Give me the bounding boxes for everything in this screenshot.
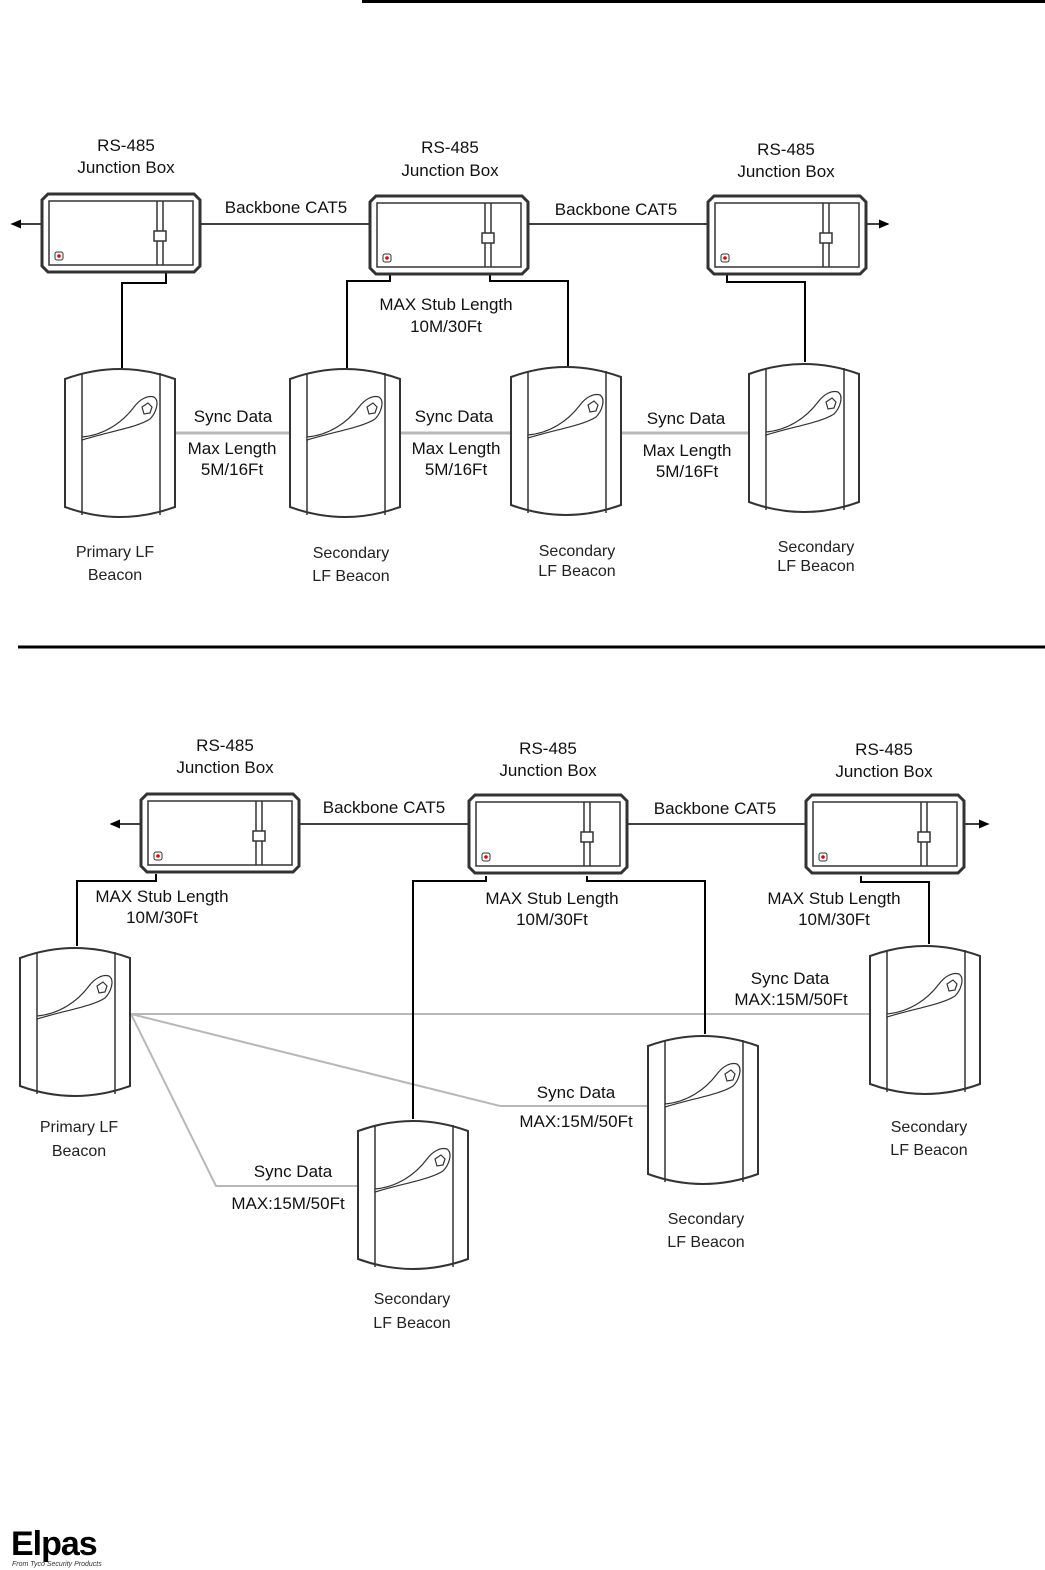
beacon-label: Secondary (778, 539, 855, 556)
beacon-label: LF Beacon (777, 558, 854, 575)
beacon-label: Beacon (88, 567, 142, 584)
junction-box-title: Junction Box (77, 158, 175, 177)
sync-label: Max Length (643, 441, 732, 460)
stub-line (726, 275, 806, 362)
beacon-label: LF Beacon (538, 563, 615, 580)
junction-box (706, 194, 868, 276)
backbone-label: Backbone CAT5 (555, 200, 678, 219)
sync-label: Sync Data (751, 969, 830, 988)
beacon-label: LF Beacon (667, 1234, 744, 1251)
junction-box-title: RS-485 (757, 140, 815, 159)
junction-box-title: Junction Box (835, 762, 933, 781)
sync-label: MAX:15M/50Ft (519, 1112, 633, 1131)
stub-line (121, 272, 167, 368)
sync-label: Max Length (188, 439, 277, 458)
junction-box-title: RS-485 (421, 138, 479, 157)
beacon-label: Primary LF (76, 544, 154, 561)
sync-label: MAX:15M/50Ft (231, 1194, 345, 1213)
stub-label: 10M/30Ft (410, 317, 482, 336)
stub-label: 10M/30Ft (516, 910, 588, 929)
beacon-icon (748, 363, 860, 513)
junction-box-title: Junction Box (176, 758, 274, 777)
sync-label: Sync Data (647, 409, 726, 428)
sync-label: 5M/16Ft (656, 462, 719, 481)
backbone-label: Backbone CAT5 (654, 799, 777, 818)
junction-box (368, 194, 530, 276)
logo-tagline: From Tyco Security Products (12, 1561, 102, 1568)
junction-box-title: Junction Box (499, 761, 597, 780)
beacon-icon (64, 368, 176, 518)
beacon-label: LF Beacon (373, 1315, 450, 1332)
sync-label: Max Length (412, 439, 501, 458)
sync-label: MAX:15M/50Ft (734, 990, 848, 1009)
diagram-top: RS-485 Junction Box RS-485 Junction Box … (10, 136, 890, 585)
beacon-label: Secondary (668, 1211, 745, 1228)
beacon-icon (869, 945, 981, 1095)
stub-label: 10M/30Ft (798, 910, 870, 929)
sync-label: Sync Data (194, 407, 273, 426)
beacon-icon (647, 1035, 759, 1185)
beacon-label: Secondary (374, 1291, 451, 1308)
backbone-label: Backbone CAT5 (323, 798, 446, 817)
stub-label: MAX Stub Length (95, 887, 228, 906)
logo-text: Elpas (11, 1525, 97, 1563)
junction-box-title: Junction Box (401, 161, 499, 180)
sync-label: Sync Data (254, 1162, 333, 1181)
stub-line (489, 275, 569, 366)
beacon-icon (19, 947, 131, 1097)
junction-box (467, 793, 629, 875)
beacon-label: Beacon (52, 1143, 106, 1160)
junction-box-title: RS-485 (97, 136, 155, 155)
junction-box-title: RS-485 (196, 736, 254, 755)
junction-box-title: Junction Box (737, 162, 835, 181)
stub-line (76, 874, 157, 946)
backbone-label: Backbone CAT5 (225, 198, 348, 217)
sync-label: Sync Data (537, 1083, 616, 1102)
diagram-bottom: RS-485 Junction Box RS-485 Junction Box … (19, 736, 990, 1332)
beacon-icon (357, 1120, 469, 1270)
stub-label: 10M/30Ft (126, 908, 198, 927)
junction-box (139, 792, 301, 874)
junction-box (804, 793, 966, 875)
junction-box (40, 192, 202, 274)
stub-line (860, 876, 930, 944)
stub-label: MAX Stub Length (485, 889, 618, 908)
stub-line (412, 876, 487, 1119)
beacon-label: Secondary (891, 1119, 968, 1136)
beacon-label: Secondary (539, 543, 616, 560)
beacon-label: LF Beacon (890, 1142, 967, 1159)
sync-label: 5M/16Ft (201, 460, 264, 479)
beacon-label: LF Beacon (312, 568, 389, 585)
beacon-icon (510, 366, 622, 516)
stub-label: MAX Stub Length (767, 889, 900, 908)
beacon-label: Secondary (313, 545, 390, 562)
junction-box-title: RS-485 (519, 739, 577, 758)
junction-box-title: RS-485 (855, 740, 913, 759)
sync-label: 5M/16Ft (425, 460, 488, 479)
sync-label: Sync Data (415, 407, 494, 426)
beacon-icon (289, 368, 401, 518)
stub-label: MAX Stub Length (379, 295, 512, 314)
sync-line (130, 1013, 357, 1187)
stub-line (346, 275, 391, 368)
stub-line (586, 876, 706, 1034)
sync-line (130, 1013, 647, 1107)
footer-logo: Elpas From Tyco Security Products (11, 1525, 102, 1568)
beacon-label: Primary LF (40, 1119, 118, 1136)
